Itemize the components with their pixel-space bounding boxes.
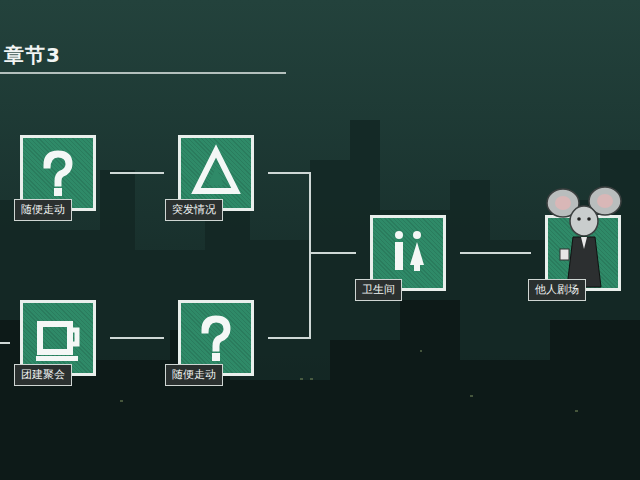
- node-label: 随便走动: [165, 364, 223, 386]
- path-connector: [460, 252, 531, 254]
- node-label: 卫生间: [355, 279, 402, 301]
- path-connector: [110, 172, 164, 174]
- node-label: 随便走动: [14, 199, 72, 221]
- chapter-node: 他人剧场: [545, 215, 621, 291]
- path-connector: [268, 253, 356, 338]
- chapter-node: 随便走动: [20, 135, 96, 211]
- node-label: 突发情况: [165, 199, 223, 221]
- chapter-title: 章节3: [4, 42, 61, 69]
- chapter-node: 突发情况: [178, 135, 254, 211]
- chapter-node: 随便走动: [178, 300, 254, 376]
- path-connector: [110, 337, 164, 339]
- node-label: 团建聚会: [14, 364, 72, 386]
- path-connector: [268, 173, 356, 253]
- chapter-node: 卫生间: [370, 215, 446, 291]
- chapter-node: 团建聚会: [20, 300, 96, 376]
- node-label: 他人剧场: [528, 279, 586, 301]
